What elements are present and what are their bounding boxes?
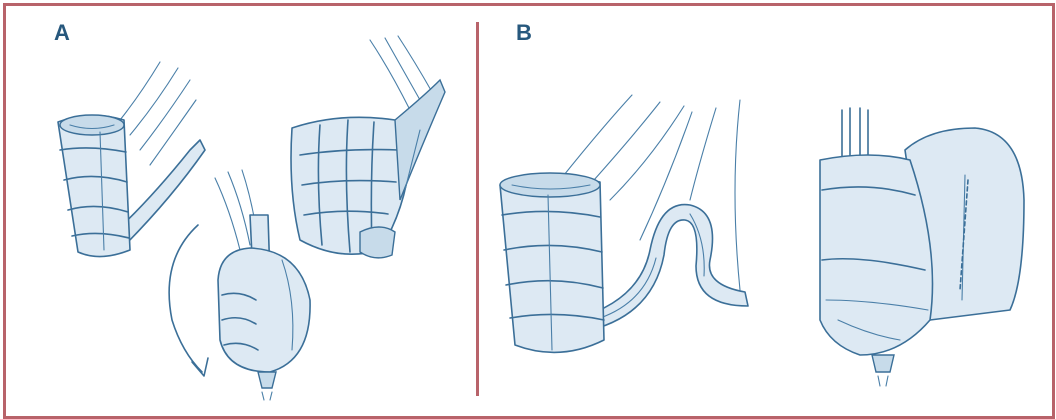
panel-b-final-pouch xyxy=(820,108,1024,386)
panel-a-colon-segment xyxy=(58,62,205,257)
panel-a-folding-step xyxy=(169,170,310,400)
panel-b-colon-ileum xyxy=(500,95,748,352)
panel-a-opened-flap xyxy=(291,36,445,258)
